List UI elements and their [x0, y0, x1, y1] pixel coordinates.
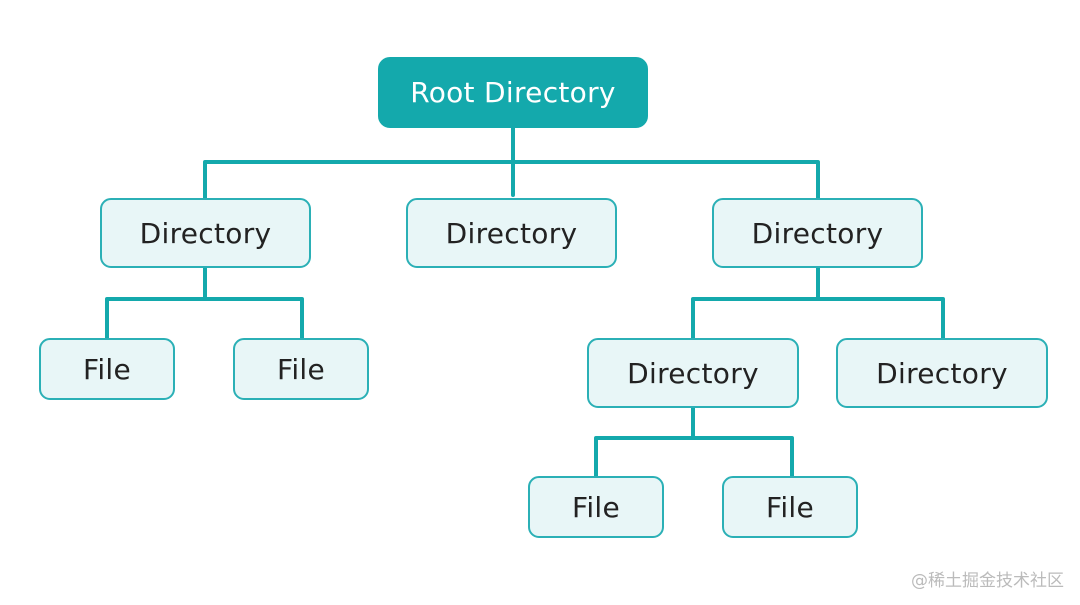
connector-d3-children [691, 266, 945, 340]
file-node: File [233, 338, 369, 400]
directory-node-left: Directory [100, 198, 311, 268]
directory-label: Directory [627, 356, 759, 390]
directory-label: Directory [876, 356, 1008, 390]
directory-label: Directory [139, 216, 272, 250]
root-directory-label: Root Directory [410, 76, 616, 109]
connector-d1-children [105, 266, 304, 340]
directory-node-sub-right: Directory [836, 338, 1048, 408]
directory-node-center: Directory [406, 198, 617, 268]
connector-root-children [203, 126, 820, 200]
file-label: File [571, 490, 621, 524]
file-label: File [765, 490, 815, 524]
file-node: File [528, 476, 664, 538]
file-label: File [82, 352, 132, 386]
file-node: File [39, 338, 175, 400]
directory-node-right: Directory [712, 198, 923, 268]
directory-node-sub-left: Directory [587, 338, 799, 408]
watermark-text: @稀土掘金技术社区 [911, 571, 1064, 591]
root-directory-node: Root Directory [378, 57, 648, 128]
directory-label: Directory [751, 216, 884, 250]
file-node: File [722, 476, 858, 538]
connector-d4-children [594, 406, 794, 478]
directory-label: Directory [445, 216, 578, 250]
file-label: File [276, 352, 326, 386]
